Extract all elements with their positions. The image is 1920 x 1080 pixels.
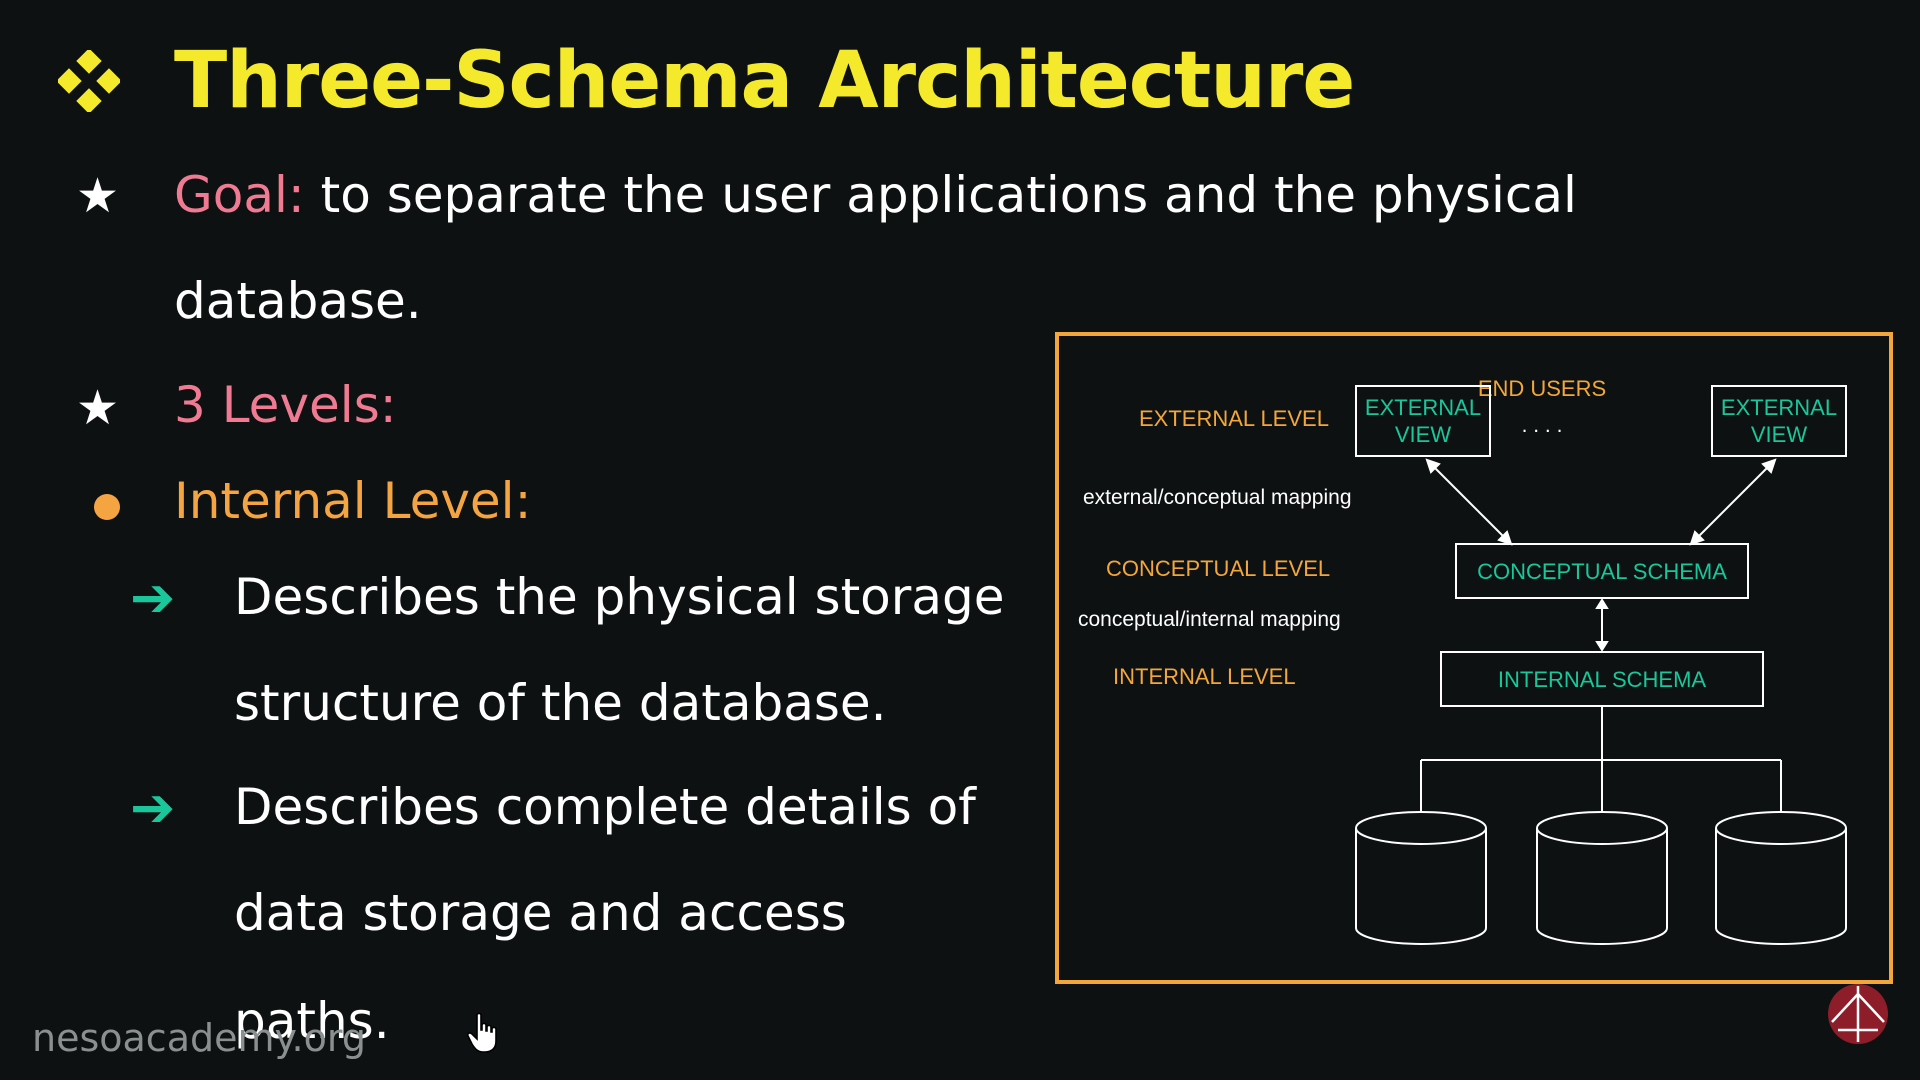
arrow-right-icon: ➔ bbox=[130, 566, 176, 629]
conceptual-schema-box bbox=[1455, 543, 1749, 599]
storage-connectors bbox=[1420, 706, 1782, 814]
internal-mapping-label: conceptual/internal mapping bbox=[1078, 608, 1341, 631]
mapping-arrows bbox=[1425, 458, 1777, 652]
goal-line-1: Goal: to separate the user applications … bbox=[174, 166, 1577, 224]
levels-label: 3 Levels: bbox=[174, 376, 397, 434]
diagram-canvas: EXTERNAL LEVEL external/conceptual mappi… bbox=[1078, 376, 1847, 945]
goal-line-2: database. bbox=[174, 272, 422, 330]
database-disk-icon bbox=[1355, 811, 1487, 945]
external-mapping-label: external/conceptual mapping bbox=[1083, 486, 1352, 509]
ellipsis-dots: . . . . bbox=[1522, 414, 1563, 437]
conceptual-level-label: CONCEPTUAL LEVEL bbox=[1106, 556, 1330, 581]
external-view-box-left bbox=[1355, 385, 1491, 457]
point1-line-2: structure of the database. bbox=[234, 674, 887, 732]
point2-line-3: paths. bbox=[234, 992, 390, 1050]
database-disk-icon bbox=[1536, 811, 1668, 945]
arrow-right-icon: ➔ bbox=[130, 776, 176, 839]
external-view-left-line1: EXTERNAL bbox=[1365, 395, 1481, 420]
external-view-right-line1: EXTERNAL bbox=[1721, 395, 1837, 420]
neso-logo-icon bbox=[1828, 984, 1888, 1044]
diamond-cluster-icon bbox=[58, 50, 120, 112]
watermark: nesoacademy.org bbox=[32, 1016, 366, 1060]
internal-level-label: Internal Level: bbox=[174, 472, 532, 530]
external-view-box-right bbox=[1711, 385, 1847, 457]
external-view-left-line2: VIEW bbox=[1395, 422, 1451, 447]
goal-text: to separate the user applications and th… bbox=[320, 166, 1577, 224]
conceptual-schema-label: CONCEPTUAL SCHEMA bbox=[1477, 559, 1727, 584]
goal-label: Goal: bbox=[174, 166, 305, 224]
three-schema-diagram: EXTERNAL LEVEL external/conceptual mappi… bbox=[1055, 332, 1893, 984]
point2-line-2: data storage and access bbox=[234, 884, 847, 942]
point1-line-1: Describes the physical storage bbox=[234, 568, 1005, 626]
internal-schema-label: INTERNAL SCHEMA bbox=[1498, 667, 1707, 692]
star-icon: ★ bbox=[76, 380, 120, 436]
database-disk-icon bbox=[1715, 811, 1847, 945]
internal-level-label-diagram: INTERNAL LEVEL bbox=[1113, 664, 1296, 689]
point2-line-1: Describes complete details of bbox=[234, 778, 976, 836]
end-users-label: END USERS bbox=[1478, 376, 1606, 401]
external-level-label: EXTERNAL LEVEL bbox=[1139, 406, 1329, 431]
bullet-icon bbox=[94, 494, 120, 520]
slide-title: Three-Schema Architecture bbox=[174, 36, 1355, 126]
external-view-right-line2: VIEW bbox=[1751, 422, 1807, 447]
hand-cursor-icon bbox=[467, 1012, 497, 1053]
star-icon: ★ bbox=[76, 168, 120, 224]
